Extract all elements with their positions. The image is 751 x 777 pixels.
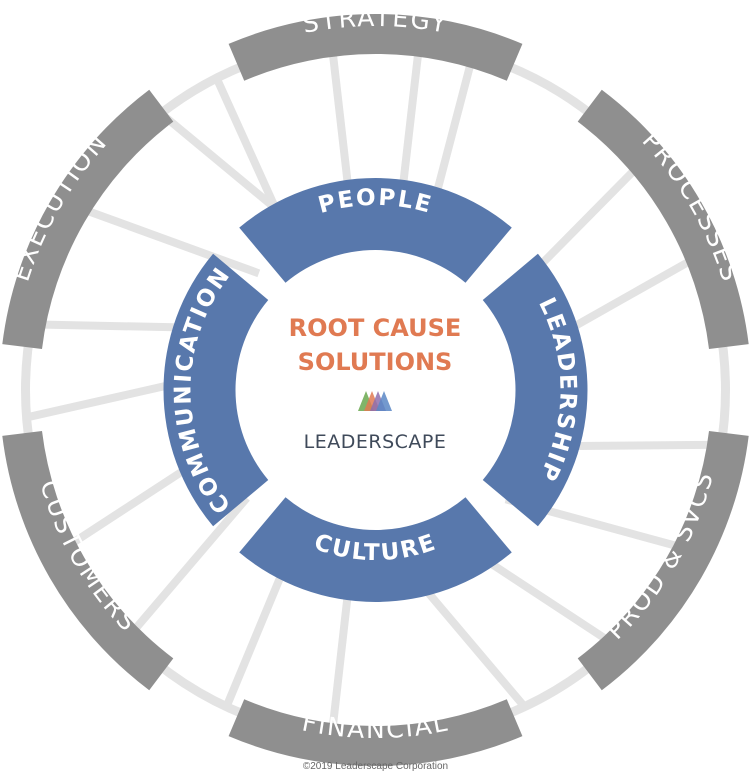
inner-segment-leadership	[482, 253, 588, 527]
brand-name: LEADERSCAPE	[304, 431, 447, 453]
outer-segment-strategy	[228, 14, 523, 81]
inner-segment-culture	[239, 497, 512, 602]
inner-segment-people	[239, 178, 512, 283]
center-title-line1: ROOT CAUSE	[289, 314, 462, 342]
connector-line	[75, 203, 261, 278]
leaderscape-logo-icon	[358, 391, 392, 411]
outer-segment-prod-svcs	[577, 430, 749, 691]
connector-line	[124, 495, 250, 641]
outer-segment-processes	[577, 89, 749, 350]
outer-segment-customers	[2, 430, 174, 691]
inner-segment-communication	[163, 253, 269, 527]
outer-segment-execution	[2, 89, 174, 350]
center-title-line2: SOLUTIONS	[298, 348, 453, 376]
inner-ring	[163, 178, 588, 602]
copyright-footer: ©2019 Leaderscape Corporation	[302, 761, 449, 772]
outer-ring	[2, 14, 749, 766]
outer-label-financial: FINANCIAL	[300, 707, 451, 744]
outer-segment-financial	[228, 699, 523, 766]
